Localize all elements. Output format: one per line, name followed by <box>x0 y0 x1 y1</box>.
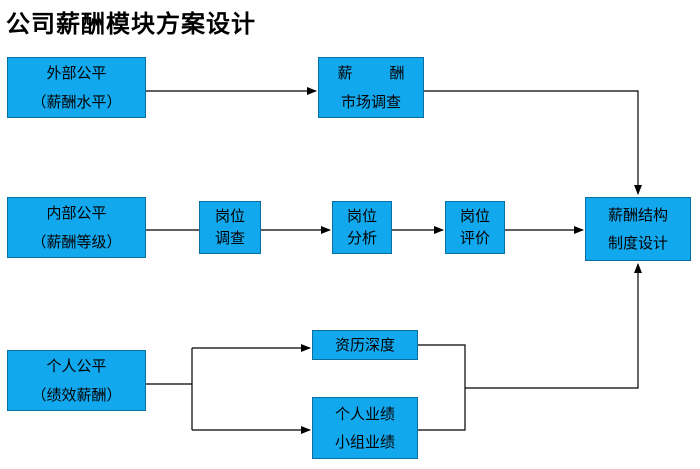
performance-box: 个人业绩 小组业绩 <box>312 397 418 459</box>
job-evaluation-label: 岗位 <box>459 206 490 225</box>
salary-survey-heading: 薪 酬 <box>319 59 423 88</box>
individual-fairness-sublabel: （绩效薪酬） <box>31 385 122 404</box>
salary-structure-sublabel: 制度设计 <box>607 234 668 252</box>
seniority-depth-box: 资历深度 <box>312 330 418 360</box>
individual-performance-label: 个人业绩 <box>334 404 395 423</box>
internal-fairness-box: 内部公平 （薪酬等级） <box>7 197 146 258</box>
salary-structure-label: 薪酬结构 <box>607 205 668 224</box>
individual-fairness-label: 个人公平 <box>46 357 107 375</box>
job-analysis-sublabel: 分析 <box>346 228 377 247</box>
job-survey-label: 岗位 <box>214 206 245 225</box>
job-analysis-box: 岗位 分析 <box>332 201 392 254</box>
job-analysis-label: 岗位 <box>346 206 377 225</box>
team-performance-label: 小组业绩 <box>334 433 395 451</box>
internal-fairness-label: 内部公平 <box>46 204 107 222</box>
arrow-merge-to-structure <box>465 263 642 389</box>
job-evaluation-sublabel: 评价 <box>459 228 490 247</box>
external-fairness-box: 外部公平 （薪酬水平） <box>7 57 146 118</box>
arrow-survey-to-structure <box>424 90 642 195</box>
salary-survey-label: 市场调查 <box>340 92 401 111</box>
salary-market-survey-box: 薪 酬 市场调查 <box>318 57 424 118</box>
job-survey-sublabel: 调查 <box>214 228 245 247</box>
salary-structure-design-box: 薪酬结构 制度设计 <box>585 197 691 261</box>
individual-fairness-box: 个人公平 （绩效薪酬） <box>7 350 146 411</box>
salary-survey-heading-a: 薪 <box>337 64 353 82</box>
external-fairness-label: 外部公平 <box>46 64 107 82</box>
job-survey-box: 岗位 调查 <box>199 201 261 254</box>
internal-fairness-sublabel: （薪酬等级） <box>31 232 122 251</box>
external-fairness-sublabel: （薪酬水平） <box>31 92 122 111</box>
seniority-depth-label: 资历深度 <box>334 335 395 354</box>
salary-survey-heading-b: 酬 <box>389 64 405 82</box>
job-evaluation-box: 岗位 评价 <box>445 201 505 254</box>
page-title: 公司薪酬模块方案设计 <box>6 10 256 38</box>
line-seniority-merge <box>418 344 466 431</box>
